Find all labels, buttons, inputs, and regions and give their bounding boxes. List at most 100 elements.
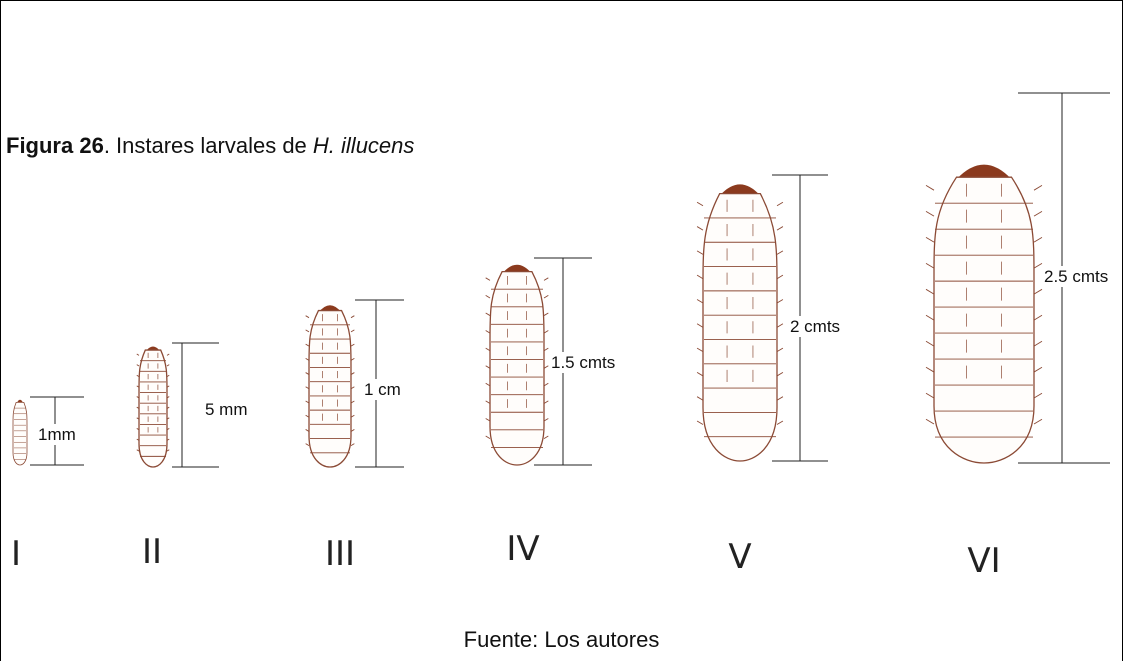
larva-bristle — [925, 210, 935, 217]
instar-numeral-3: III — [325, 534, 355, 574]
larva-bristle — [1033, 340, 1043, 347]
larva-bristle — [925, 392, 935, 399]
larva-bristle — [350, 315, 355, 319]
larva-bristle — [485, 382, 491, 387]
larva-head — [719, 184, 761, 196]
larva-bristle — [136, 385, 140, 388]
larva-body — [138, 349, 168, 468]
size-label-backdrop — [549, 352, 618, 373]
larva-bristle — [136, 438, 140, 441]
larva-bristle — [696, 323, 704, 328]
size-label-1: 1mm — [38, 425, 76, 444]
larva-bristle — [776, 226, 784, 231]
larva-bristle — [1033, 314, 1043, 321]
larva-bristle — [485, 312, 491, 316]
larva-bristle — [543, 347, 549, 352]
scale-bar-2 — [172, 342, 219, 468]
larva-bristle — [136, 406, 140, 409]
larva-bristle — [696, 201, 704, 207]
larva-bristle — [1033, 366, 1043, 373]
larva-bristle — [696, 420, 704, 425]
larva-bristle — [1033, 236, 1043, 243]
larva-bristle — [1033, 288, 1043, 295]
size-label-5: 2 cmts — [790, 317, 840, 336]
larva-bristle — [1033, 262, 1043, 269]
size-label-backdrop — [362, 379, 403, 400]
instar-numeral-6: VI — [967, 541, 1000, 581]
larva-bristle — [350, 386, 355, 390]
larva-bristle — [543, 400, 549, 404]
larva-body — [702, 192, 778, 462]
larva-instar-3 — [305, 305, 355, 468]
larva-bristle — [776, 299, 784, 304]
species-name: H. illucens — [312, 133, 415, 158]
larva-bristle — [543, 382, 549, 387]
size-label-backdrop — [788, 316, 843, 337]
larva-instar-6 — [925, 164, 1043, 464]
larva-body — [12, 402, 28, 466]
larva-bristle — [485, 418, 491, 422]
larva-bristle — [696, 347, 704, 353]
larva-bristle — [776, 420, 784, 425]
larva-bristle — [1033, 392, 1043, 399]
larva-instar-5 — [696, 184, 784, 462]
larva-bristle — [305, 400, 310, 404]
size-label-backdrop — [203, 399, 250, 420]
larva-bristle — [543, 330, 549, 334]
larva-bristle — [166, 438, 170, 441]
larva-bristle — [166, 449, 170, 452]
larva-bristle — [543, 365, 549, 369]
larva-bristle — [136, 417, 140, 420]
larva-bristle — [166, 374, 170, 378]
larva-bristle — [350, 372, 355, 375]
larva-bristle — [305, 429, 310, 432]
larva-bristle — [305, 343, 310, 347]
larva-bristle — [166, 428, 170, 431]
larva-bristle — [305, 315, 310, 319]
larva-bristle — [350, 429, 355, 432]
larva-bristle — [136, 396, 140, 399]
larva-bristle — [543, 277, 549, 281]
larva-bristle — [485, 365, 491, 369]
larva-bristle — [925, 288, 935, 295]
larva-bristle — [350, 443, 355, 447]
larva-bristle — [136, 364, 140, 367]
instar-numeral-4: IV — [506, 529, 539, 569]
larva-bristle — [136, 353, 140, 356]
larva-bristle — [543, 435, 549, 440]
larva-bristle — [305, 443, 310, 447]
larva-bristle — [543, 418, 549, 422]
larva-bristle — [776, 347, 784, 353]
larva-bristle — [485, 277, 491, 281]
larva-bristle — [925, 314, 935, 321]
figure-caption: Figura 26. Instares larvales de H. illuc… — [6, 133, 414, 159]
larva-bristle — [925, 185, 935, 191]
larva-bristle — [696, 226, 704, 231]
larva-bristle — [305, 357, 310, 361]
larva-bristle — [305, 386, 310, 390]
instar-numeral-5: V — [728, 537, 751, 577]
larva-head — [956, 164, 1012, 180]
larva-bristle — [925, 262, 935, 269]
larva-instar-4 — [485, 264, 549, 466]
larva-bristle — [166, 364, 170, 367]
larva-bristle — [696, 371, 704, 377]
size-label-6: 2.5 cmts — [1044, 267, 1108, 286]
larva-bristle — [166, 396, 170, 399]
larva-bristle — [776, 323, 784, 328]
larva-bristle — [166, 406, 170, 409]
larva-bristle — [925, 340, 935, 347]
larva-bristle — [350, 414, 355, 418]
larva-bristle — [925, 418, 935, 425]
larva-bristle — [350, 329, 355, 333]
larva-body — [933, 176, 1035, 464]
larva-bristle — [696, 396, 704, 401]
larva-bristle — [776, 396, 784, 401]
larva-body — [308, 309, 352, 468]
size-label-backdrop — [36, 424, 78, 445]
size-label-2: 5 mm — [205, 400, 248, 419]
instar-numeral-2: II — [142, 532, 162, 572]
larva-bristle — [1033, 210, 1043, 217]
larva-bristle — [776, 371, 784, 377]
